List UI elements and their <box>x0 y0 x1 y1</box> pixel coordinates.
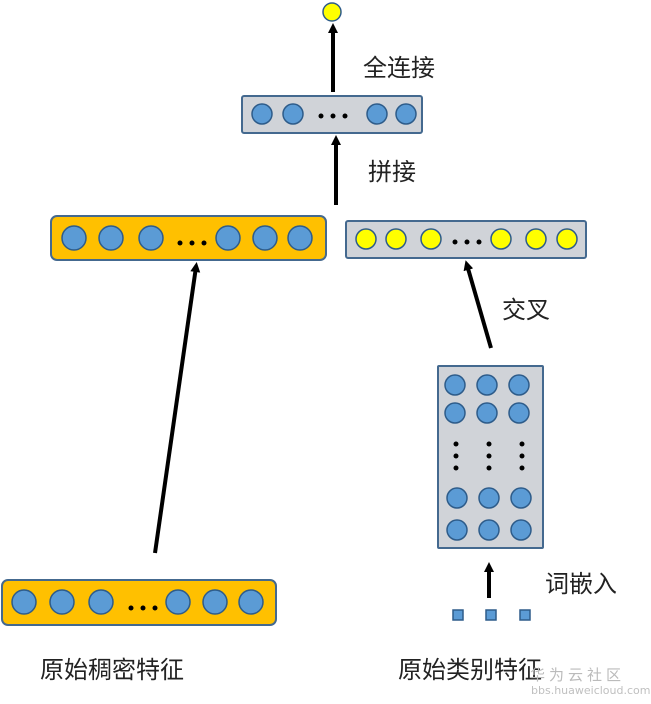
embedding-neuron <box>446 519 468 541</box>
embedding-neuron <box>510 519 532 541</box>
dense-neuron <box>287 225 313 251</box>
fc-neuron <box>395 103 417 125</box>
cross-neuron <box>420 228 442 250</box>
embedding-neuron <box>476 374 498 396</box>
ellipsis-dot <box>189 240 195 246</box>
raw-dense-neuron <box>88 589 114 615</box>
embedding-neuron <box>476 402 498 424</box>
categorical-input <box>519 609 531 621</box>
watermark-url: bbs.huaweicloud.com <box>531 684 650 697</box>
ellipsis-dot <box>453 453 459 459</box>
dense-input-arrow <box>153 262 201 554</box>
ellipsis-dot <box>128 605 134 611</box>
raw-dense-neuron <box>11 589 37 615</box>
word-embedding-label: 词嵌入 <box>545 570 617 598</box>
fc-neuron <box>366 103 388 125</box>
fc-neuron <box>251 103 273 125</box>
cross-arrow <box>463 260 493 349</box>
categorical-input <box>452 609 464 621</box>
ellipsis-dot <box>519 453 525 459</box>
cross-layer <box>345 220 587 259</box>
embedding-neuron <box>508 374 530 396</box>
dense-neuron <box>98 225 124 251</box>
raw-dense-neuron <box>49 589 75 615</box>
raw-dense-neuron <box>165 589 191 615</box>
dense-neuron <box>252 225 278 251</box>
ellipsis-dot <box>140 605 146 611</box>
ellipsis-dot <box>486 453 492 459</box>
embedding-neuron <box>510 487 532 509</box>
raw-dense-features-label: 原始稠密特征 <box>40 656 184 684</box>
ellipsis-dot <box>201 240 207 246</box>
concat-label: 拼接 <box>368 158 416 186</box>
raw-categorical-features-label: 原始类别特征 <box>398 656 542 684</box>
ellipsis-dot <box>453 465 459 471</box>
embedding-neuron <box>478 519 500 541</box>
embedding-neuron <box>444 402 466 424</box>
embedding-neuron <box>446 487 468 509</box>
ellipsis-dot <box>152 605 158 611</box>
output-neuron <box>322 2 342 22</box>
raw-dense-neuron <box>202 589 228 615</box>
ellipsis-dot <box>318 113 324 119</box>
ellipsis-dot <box>486 441 492 447</box>
embedding-neuron <box>478 487 500 509</box>
raw-dense-layer <box>1 579 277 626</box>
ellipsis-dot <box>519 465 525 471</box>
fc-layer <box>241 95 423 134</box>
dense-neuron <box>61 225 87 251</box>
cross-neuron <box>556 228 578 250</box>
ellipsis-dot <box>452 239 458 245</box>
cross-label: 交叉 <box>502 296 550 324</box>
dense-layer <box>50 215 327 261</box>
raw-dense-neuron <box>238 589 264 615</box>
ellipsis-dot <box>476 239 482 245</box>
categorical-input <box>485 609 497 621</box>
cross-neuron <box>355 228 377 250</box>
embedding-matrix <box>437 365 544 549</box>
ellipsis-dot <box>464 239 470 245</box>
watermark-title: 华为云社区 <box>530 666 625 684</box>
ellipsis-dot <box>342 113 348 119</box>
cross-neuron <box>490 228 512 250</box>
embedding-neuron <box>444 374 466 396</box>
dense-neuron <box>215 225 241 251</box>
ellipsis-dot <box>177 240 183 246</box>
fc-neuron <box>282 103 304 125</box>
fully-connected-label: 全连接 <box>363 54 435 82</box>
ellipsis-dot <box>453 441 459 447</box>
cross-neuron <box>385 228 407 250</box>
cross-neuron <box>525 228 547 250</box>
dense-neuron <box>138 225 164 251</box>
ellipsis-dot <box>330 113 336 119</box>
embedding-neuron <box>508 402 530 424</box>
ellipsis-dot <box>486 465 492 471</box>
ellipsis-dot <box>519 441 525 447</box>
